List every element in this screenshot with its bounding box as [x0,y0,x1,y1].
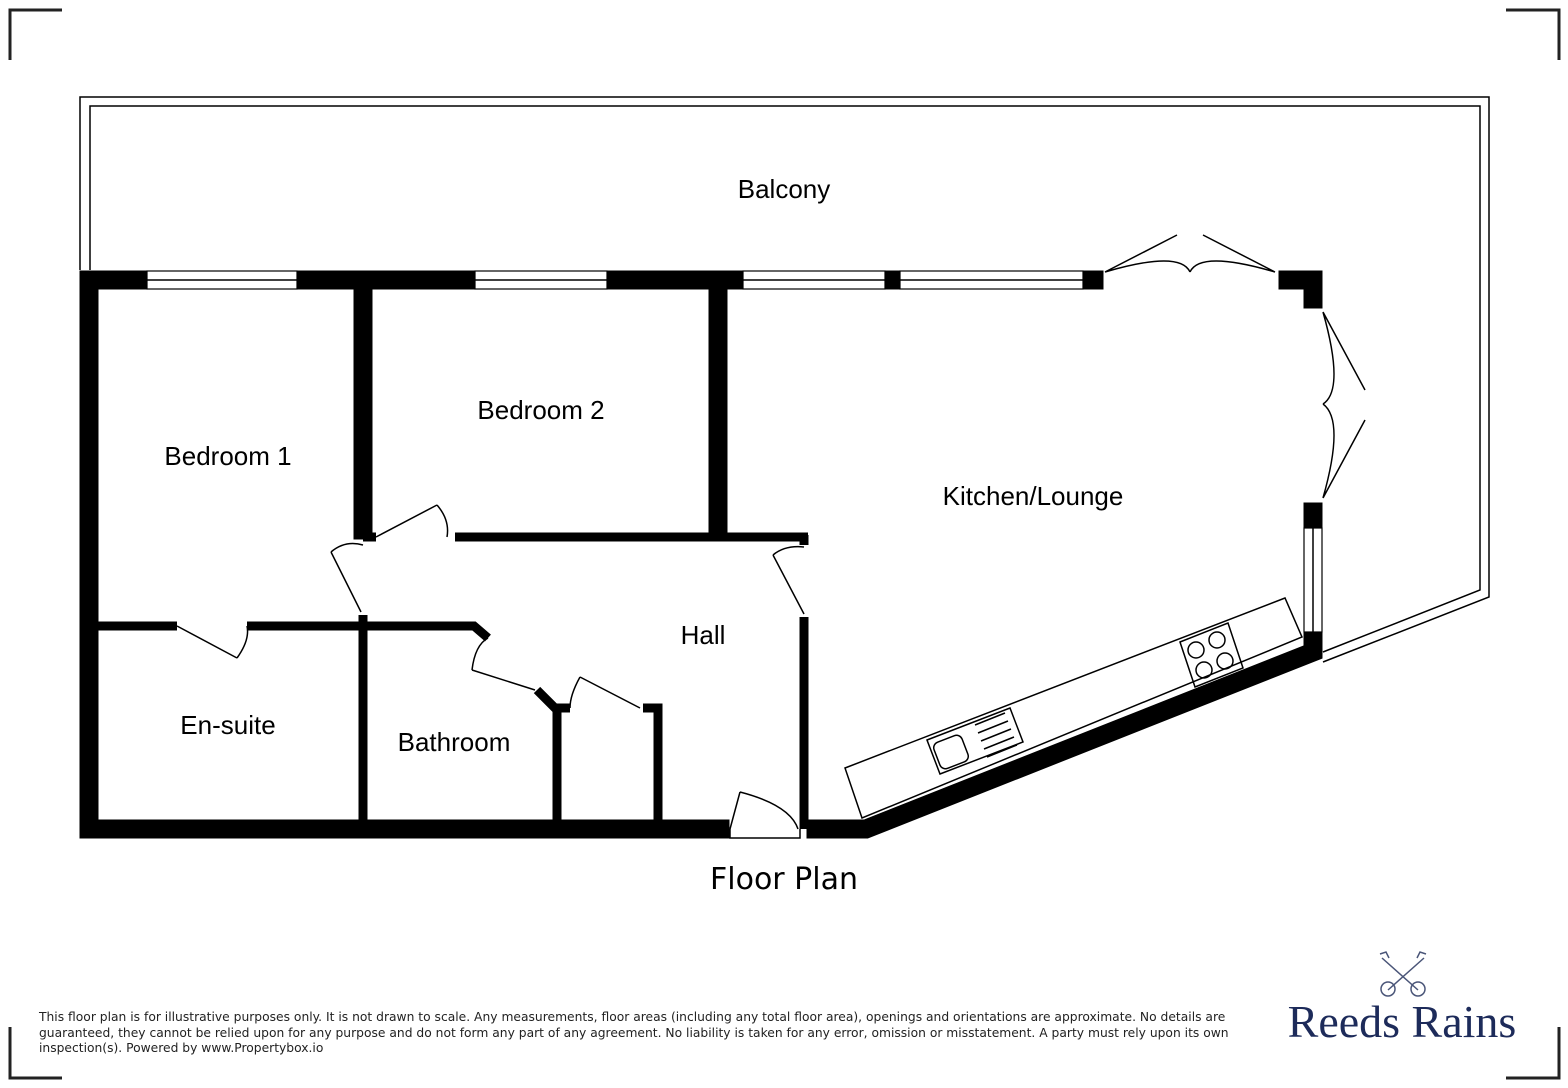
room-label-balcony: Balcony [738,174,831,204]
sink-icon [926,707,1024,775]
doors [176,234,1366,839]
crop-marks [8,8,1561,1080]
room-label-hall: Hall [681,620,726,650]
room-label-bathroom: Bathroom [398,727,511,757]
brand-name: Reeds Rains [1288,996,1517,1047]
room-label-kitchen-lounge: Kitchen/Lounge [943,481,1124,511]
room-label-bedroom-1: Bedroom 1 [164,441,291,471]
plan-title: Floor Plan [710,862,858,897]
windows [146,270,1323,633]
crossed-keys-icon [1379,951,1427,997]
room-label-bedroom-2: Bedroom 2 [477,395,604,425]
kitchen-counter [844,597,1303,819]
room-label-ensuite: En-suite [180,710,275,740]
balcony-outline [79,96,1490,663]
brand-logo: Reeds Rains [1288,951,1517,1047]
walls [79,270,1323,839]
disclaimer-text: This floor plan is for illustrative purp… [39,1010,1229,1055]
hob-icon [1179,622,1244,688]
